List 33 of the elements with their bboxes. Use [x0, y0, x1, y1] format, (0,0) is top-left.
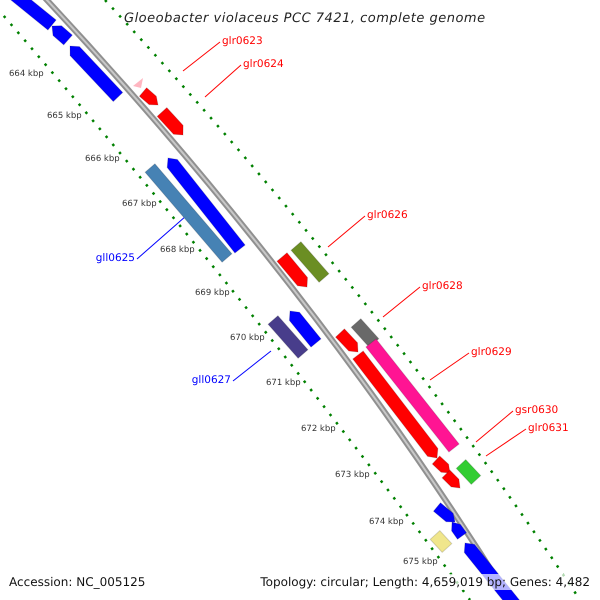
position-tick-label: 672 kbp	[301, 424, 336, 435]
position-tick-label: 669 kbp	[195, 288, 230, 299]
gene-label: glr0626	[367, 208, 408, 222]
position-tick-label: 664 kbp	[9, 69, 44, 80]
position-tick-label: 673 kbp	[335, 470, 370, 481]
leader-line	[430, 352, 470, 380]
leader-line	[136, 217, 184, 260]
position-tick-label: 666 kbp	[85, 154, 120, 165]
position-tick-label: 668 kbp	[160, 245, 195, 256]
position-tick-label: 675 kbp	[403, 557, 438, 568]
accession-text: Accession: NC_005125	[7, 574, 148, 590]
leader-line	[232, 350, 272, 382]
position-tick-label: 674 kbp	[369, 517, 404, 528]
gene-label: glr0631	[528, 421, 569, 435]
leader-line	[204, 64, 242, 98]
gene-label: gll0625	[96, 251, 135, 265]
leader-line	[486, 428, 526, 456]
gene-label: glr0628	[422, 279, 463, 293]
title: Gloeobacter violaceus PCC 7421, complete genome	[124, 10, 486, 28]
leader-line	[476, 410, 514, 442]
position-tick-label: 670 kbp	[230, 333, 265, 344]
gene-label: gll0627	[192, 373, 231, 387]
gene-label: glr0623	[222, 34, 263, 48]
gene-label: glr0629	[471, 345, 512, 359]
leader-line	[182, 42, 220, 72]
position-tick-label: 667 kbp	[122, 199, 157, 210]
gene-label: glr0624	[243, 57, 284, 71]
leader-line	[382, 286, 420, 318]
position-tick-label: 665 kbp	[47, 111, 82, 122]
leader-line	[328, 216, 366, 248]
position-tick-label: 671 kbp	[266, 378, 301, 389]
genome-summary-text: Topology: circular; Length: 4,659,019 bp; Genes: 4,482	[258, 574, 592, 590]
gene-label: gsr0630	[515, 403, 558, 417]
